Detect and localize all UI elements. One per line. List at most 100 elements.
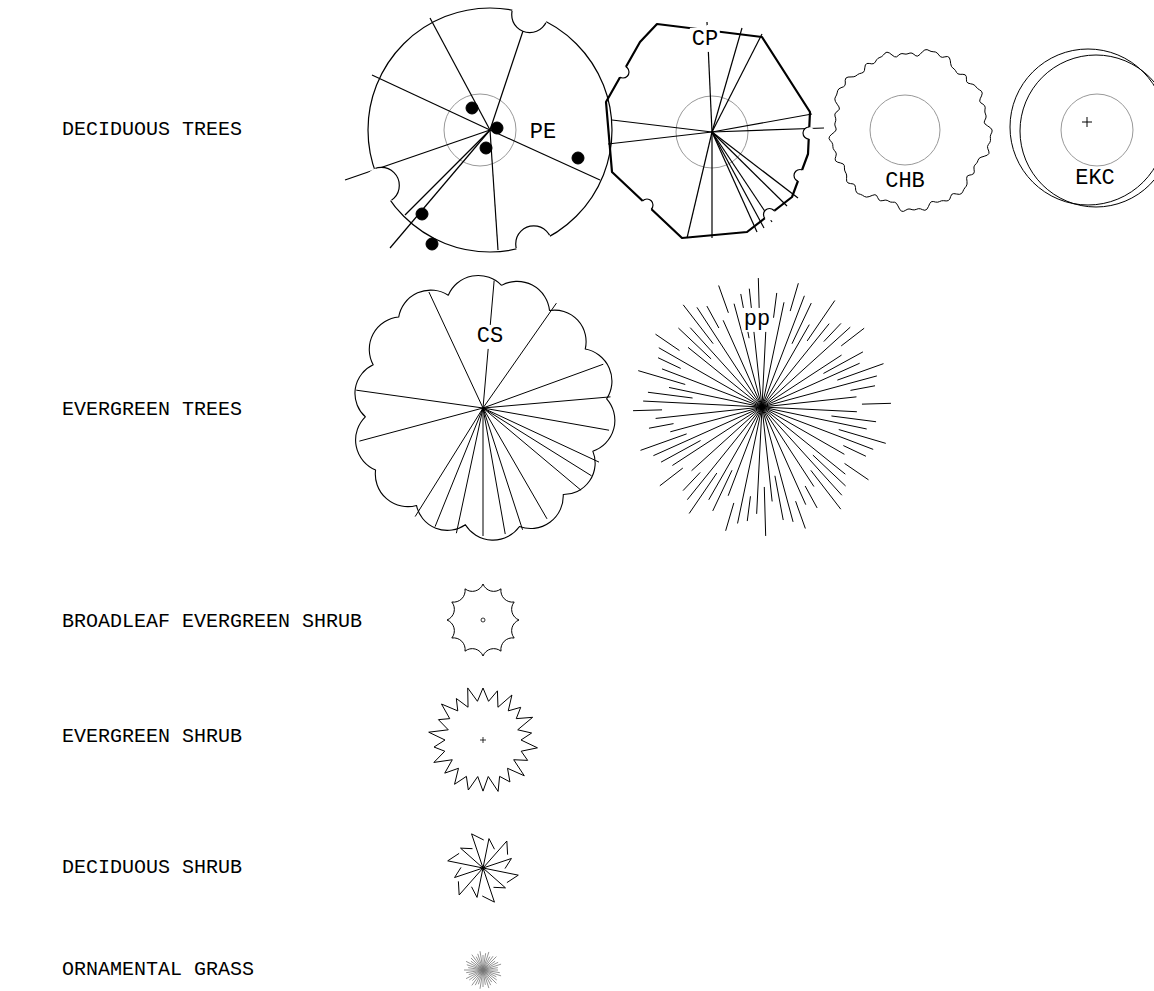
symbol-stroke	[415, 408, 483, 517]
deciduous-tree-symbol: PE	[362, 2, 618, 258]
symbol-stroke	[430, 18, 490, 130]
symbol-stroke	[841, 328, 864, 346]
deciduous-shrub-symbol	[448, 834, 519, 902]
symbol-stroke	[862, 403, 891, 405]
symbol-stroke	[749, 289, 762, 407]
symbol-stroke	[757, 407, 762, 514]
symbol-stroke	[359, 408, 483, 441]
evergreen-tree-symbol: CS	[343, 268, 623, 548]
symbol-stroke	[472, 834, 483, 868]
symbol-stroke	[483, 408, 505, 534]
symbol-stroke	[762, 407, 845, 474]
symbol-stroke	[762, 376, 877, 407]
symbol-stroke	[719, 286, 729, 313]
symbol-outline	[362, 2, 618, 258]
symbol-stroke	[762, 397, 856, 407]
symbol-stroke	[405, 130, 490, 215]
symbol-circle	[480, 142, 492, 154]
symbol-outline	[429, 688, 538, 791]
symbol-stroke	[712, 132, 757, 232]
symbol-stroke	[455, 868, 483, 878]
symbol-stroke	[448, 853, 459, 860]
symbol-stroke	[831, 416, 876, 422]
symbol-stroke	[482, 896, 494, 902]
symbol-stroke	[660, 468, 683, 486]
symbol-stroke	[687, 407, 762, 500]
symbol-stroke	[649, 424, 674, 429]
symbol-stroke	[656, 334, 680, 350]
symbol-stroke	[483, 868, 494, 902]
symbol-stroke	[709, 407, 762, 500]
symbol-outline	[355, 275, 615, 540]
symbol-stroke	[612, 120, 712, 132]
symbol-stroke	[845, 463, 869, 479]
symbol-stroke	[483, 968, 498, 970]
symbol-stroke	[658, 358, 681, 369]
symbol-stroke	[608, 132, 712, 144]
symbol-stroke	[483, 408, 592, 476]
symbol-stroke	[477, 868, 483, 897]
symbol-stroke	[483, 839, 489, 868]
symbol-stroke	[472, 834, 484, 840]
ornamental-grass-symbol	[464, 951, 501, 989]
category-label: BROADLEAF EVERGREEN SHRUB	[62, 612, 362, 632]
symbol-stroke	[683, 305, 713, 344]
plant-key: EKC	[1073, 167, 1117, 191]
symbol-stroke	[669, 387, 762, 407]
symbol-stroke	[837, 364, 883, 380]
symbol-outline	[829, 50, 992, 212]
symbol-stroke	[839, 430, 886, 444]
symbol-stroke	[811, 470, 841, 509]
symbol-stroke	[659, 348, 762, 407]
deciduous-tree-symbol: CP	[594, 14, 830, 250]
symbol-stroke	[762, 407, 857, 412]
symbol-stroke	[843, 446, 866, 457]
symbol-circle	[870, 95, 940, 165]
symbol-stroke	[790, 283, 798, 311]
symbol-outline	[343, 268, 623, 548]
symbol-stroke	[762, 363, 860, 407]
symbol-stroke	[762, 407, 772, 501]
symbol-stroke	[762, 407, 814, 487]
category-label: DECIDUOUS SHRUB	[62, 858, 242, 878]
category-label: EVERGREEN TREES	[62, 400, 242, 420]
symbol-stroke	[850, 386, 875, 391]
evergreen-tree-symbol: pp	[627, 272, 897, 542]
symbol-stroke	[506, 841, 508, 855]
symbol-stroke	[456, 408, 483, 533]
plant-key: PE	[528, 121, 558, 145]
symbol-stroke	[489, 839, 495, 850]
symbol-circle	[1020, 55, 1154, 207]
plant-key: pp	[742, 308, 772, 332]
symbol-stroke	[641, 434, 687, 450]
category-label: EVERGREEN SHRUB	[62, 727, 242, 747]
symbol-circle	[1010, 49, 1154, 205]
symbol-stroke	[762, 407, 793, 522]
symbol-circle	[444, 94, 516, 166]
symbol-stroke	[483, 408, 599, 462]
symbol-outline	[606, 24, 810, 238]
symbol-stroke	[390, 130, 490, 248]
evergreen-shrub-symbol	[429, 688, 538, 791]
symbol-stroke	[483, 868, 518, 875]
symbol-stroke	[483, 408, 581, 490]
symbol-stroke	[643, 401, 762, 407]
symbol-stroke	[712, 132, 798, 198]
symbol-stroke	[507, 875, 518, 882]
symbol-circle	[512, 0, 548, 33]
symbol-stroke	[483, 964, 501, 970]
symbol-stroke	[455, 867, 461, 877]
symbol-stroke	[483, 737, 484, 743]
symbol-stroke	[712, 132, 764, 228]
symbol-circle	[572, 152, 584, 164]
symbol-stroke	[493, 887, 505, 889]
symbol-outline	[447, 584, 519, 656]
symbol-stroke	[505, 858, 511, 868]
broadleaf-shrub-symbol	[447, 584, 519, 656]
symbol-stroke	[726, 503, 734, 531]
symbol-stroke	[638, 371, 685, 385]
symbol-stroke	[429, 292, 483, 408]
symbol-stroke	[483, 408, 484, 536]
symbol-stroke	[1087, 117, 1088, 127]
